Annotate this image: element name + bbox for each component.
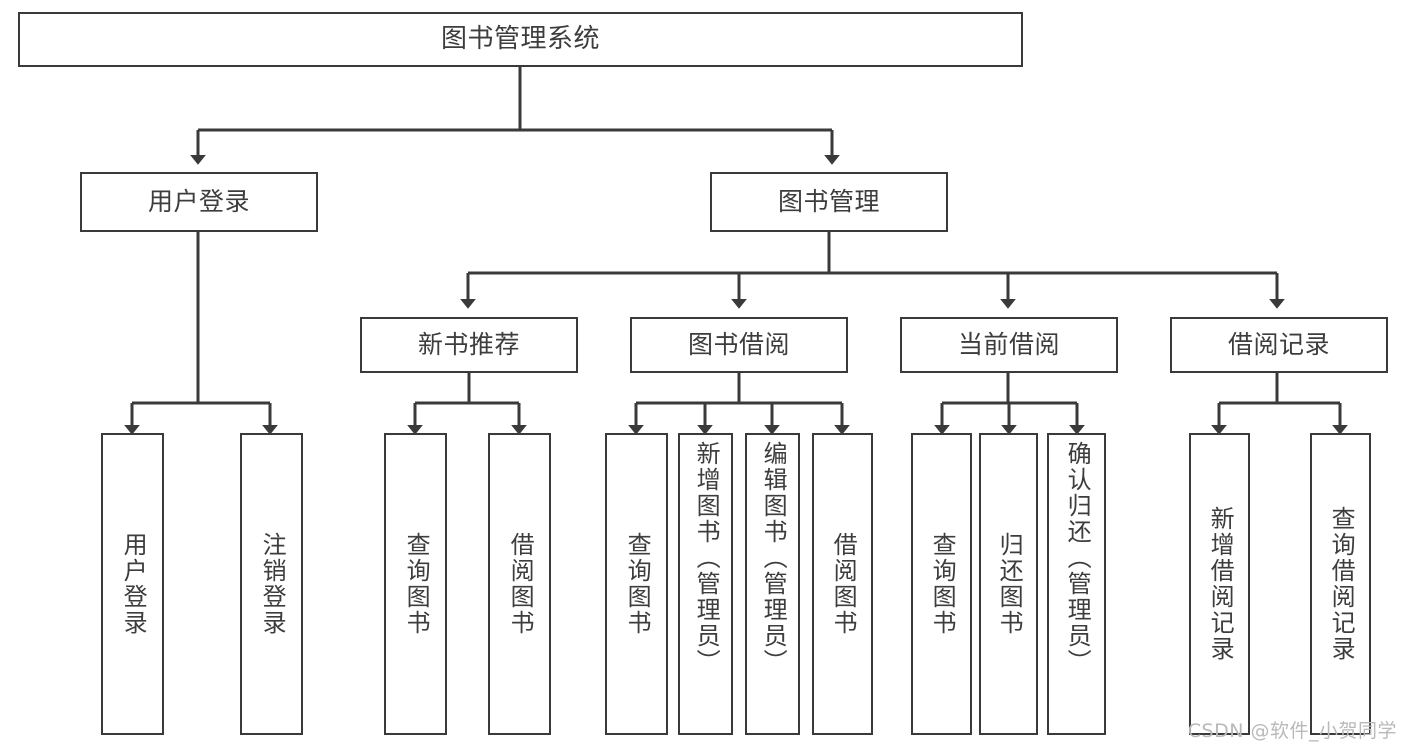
leaf-query-book-new[interactable]: 查询图书 [384, 433, 447, 735]
leaf-borrow-book[interactable]: 借阅图书 [812, 433, 873, 735]
node-label: 编辑图书（管理员） [759, 441, 788, 675]
leaf-query-borrow-record[interactable]: 查询借阅记录 [1310, 433, 1371, 735]
node-label: 查询图书 [928, 532, 957, 636]
leaf-query-book-current[interactable]: 查询图书 [911, 433, 972, 735]
node-label: 新增图书（管理员） [692, 441, 721, 675]
node-label: 当前借阅 [957, 330, 1060, 360]
node-label: 用户登录 [119, 532, 148, 636]
node-book-borrow[interactable]: 图书借阅 [630, 317, 848, 373]
leaf-query-book-borrow[interactable]: 查询图书 [605, 433, 668, 735]
node-current-borrow[interactable]: 当前借阅 [900, 317, 1118, 373]
node-label: 新书推荐 [417, 330, 520, 360]
node-label: 借阅图书 [506, 532, 535, 636]
node-label: 图书管理系统 [440, 24, 600, 55]
node-label: 查询图书 [402, 532, 431, 636]
node-label: 归还图书 [995, 532, 1024, 636]
node-label: 图书借阅 [687, 330, 790, 360]
node-label: 确认归还（管理员） [1063, 441, 1092, 675]
node-label: 新增借阅记录 [1206, 506, 1235, 662]
node-label: 借阅记录 [1227, 330, 1330, 360]
node-new-book-recommend[interactable]: 新书推荐 [360, 317, 578, 373]
node-label: 查询图书 [623, 532, 652, 636]
leaf-add-book-admin[interactable]: 新增图书（管理员） [678, 433, 733, 735]
leaf-borrow-book-new[interactable]: 借阅图书 [488, 433, 551, 735]
node-user-login[interactable]: 用户登录 [80, 172, 318, 232]
node-label: 借阅图书 [829, 532, 858, 636]
node-label: 用户登录 [147, 187, 250, 217]
node-label: 查询借阅记录 [1327, 506, 1356, 662]
node-book-management[interactable]: 图书管理 [710, 172, 948, 232]
watermark-text: CSDN @软件_小贺同学 [1187, 720, 1397, 742]
leaf-return-book[interactable]: 归还图书 [979, 433, 1038, 735]
leaf-user-login[interactable]: 用户登录 [101, 433, 164, 735]
leaf-edit-book-admin[interactable]: 编辑图书（管理员） [745, 433, 800, 735]
leaf-logout[interactable]: 注销登录 [240, 433, 303, 735]
leaf-add-borrow-record[interactable]: 新增借阅记录 [1189, 433, 1250, 735]
node-root-system[interactable]: 图书管理系统 [18, 12, 1023, 67]
leaf-confirm-return-admin[interactable]: 确认归还（管理员） [1047, 433, 1106, 735]
node-label: 图书管理 [777, 187, 880, 217]
node-label: 注销登录 [258, 532, 287, 636]
node-borrow-record[interactable]: 借阅记录 [1170, 317, 1388, 373]
